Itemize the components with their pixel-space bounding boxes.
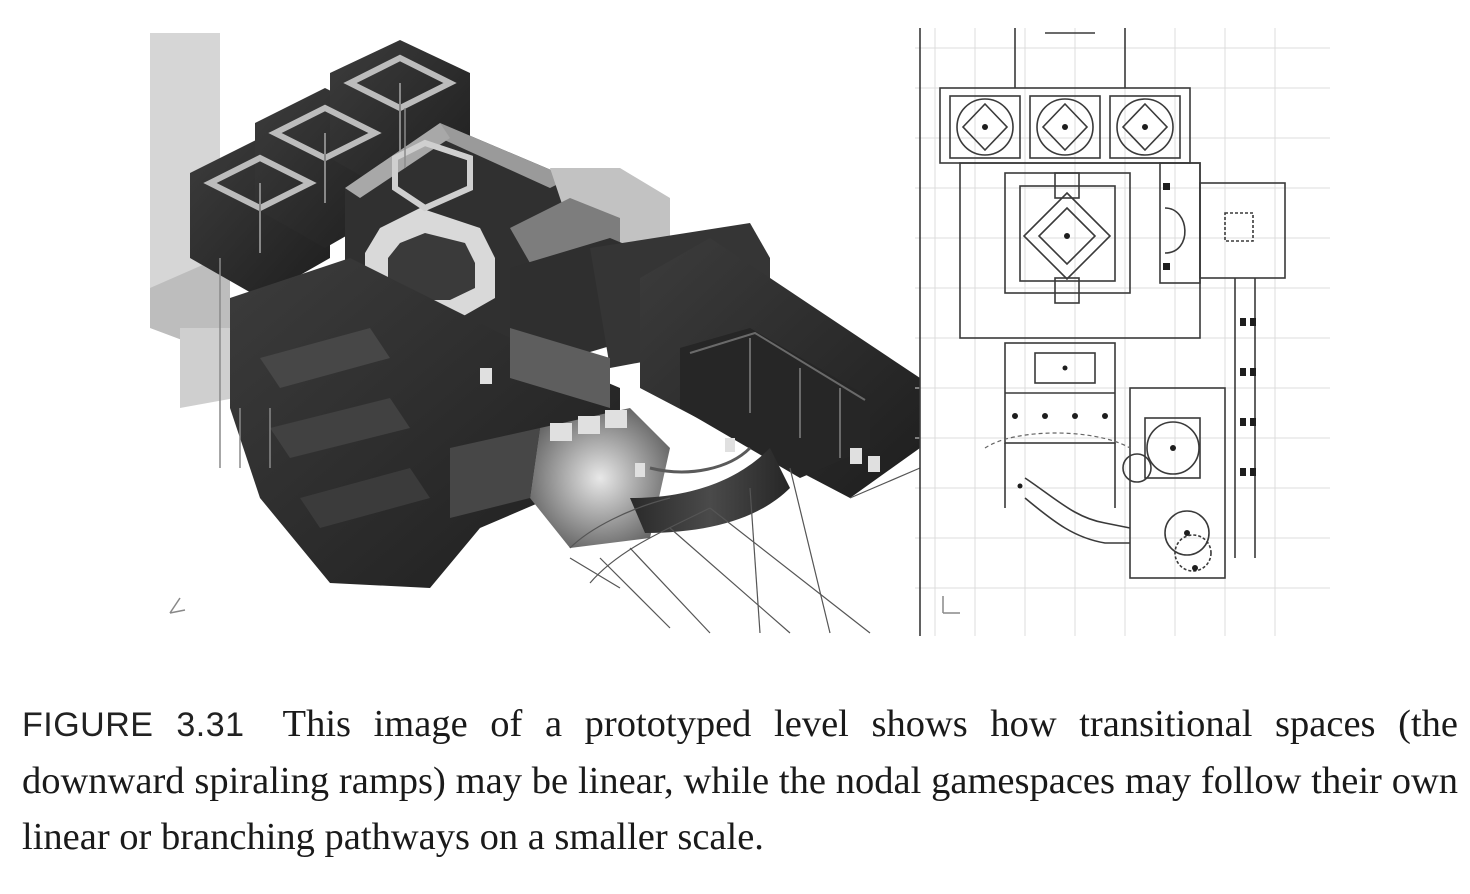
- figure-label: FIGURE 3.31: [22, 706, 245, 744]
- top-down-plan-view: [915, 28, 1330, 636]
- figure-image: [150, 28, 1330, 636]
- figure-caption-text: This image of a prototyped level shows h…: [22, 703, 1458, 858]
- isometric-level-render: [150, 33, 921, 634]
